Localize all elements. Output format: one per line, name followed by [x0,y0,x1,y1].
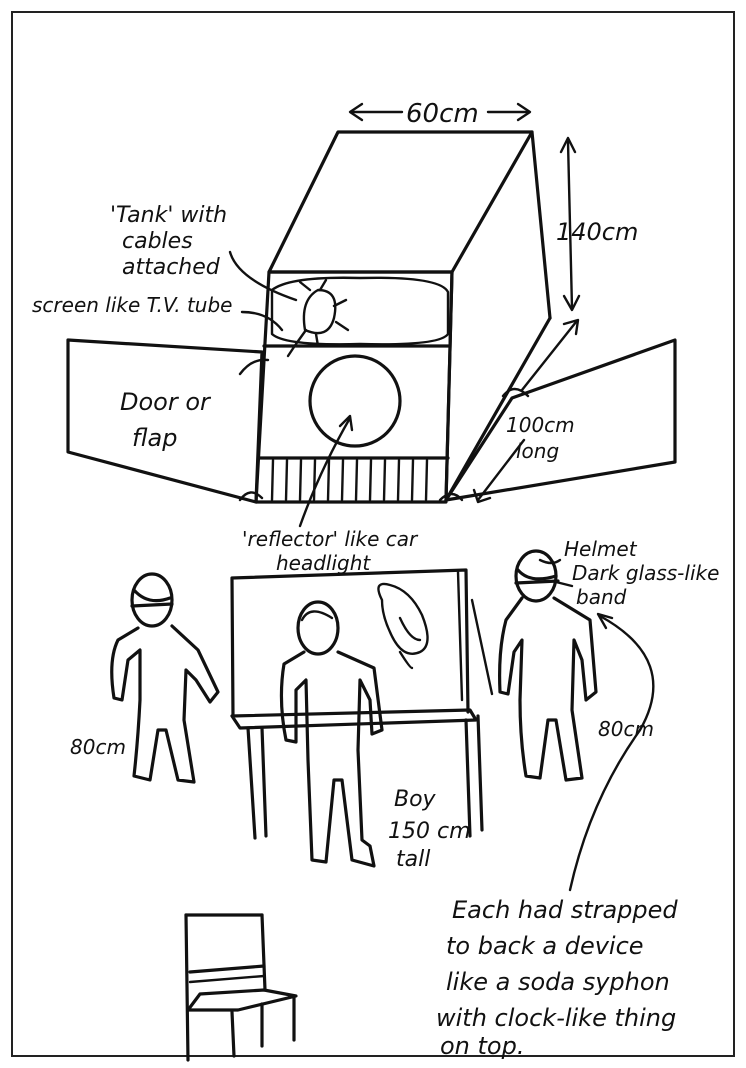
tank-label-2: cables [122,229,193,254]
height-label: 140cm [556,218,638,246]
band-label-2: band [576,585,627,609]
length-label-1: 100cm [506,413,575,437]
left-height-label: 80cm [70,735,126,759]
screen-label: screen like T.V. tube [32,293,232,317]
note-line-1: Each had strapped [452,896,678,924]
reflector [310,356,400,446]
grille [272,460,427,500]
band-pointer [556,582,572,586]
boy-figure [281,602,382,866]
width-label: 60cm [406,99,479,129]
screen [272,278,448,345]
craft-box [256,132,550,502]
chair [186,915,296,1060]
right-height-label: 80cm [598,717,654,741]
boy-label-2: 150 cm [388,819,471,844]
reflector-label-2: headlight [276,551,371,575]
left-figure [112,574,218,782]
length-label-2: long [516,439,559,463]
tank-label-3: attached [122,255,221,280]
helmet-label: Helmet [564,537,638,561]
note-line-3: like a soda syphon [446,968,670,996]
note-line-4: with clock-like thing [436,1004,676,1032]
tank-label-1: 'Tank' with [110,203,227,228]
boy-label-3: tall [396,847,430,872]
tank-pointer [230,252,296,300]
length-arrow [474,320,578,502]
left-door [68,340,262,502]
note-line-5: on top. [440,1032,524,1060]
note-line-2: to back a device [446,932,644,960]
console [232,570,492,838]
screen-pointer [242,312,282,330]
boy-label-1: Boy [394,787,437,812]
reflector-label-1: 'reflector' like car [242,527,419,551]
band-label-1: Dark glass-like [572,561,719,585]
door-label-2: flap [132,424,177,452]
door-label-1: Door or [120,388,212,416]
